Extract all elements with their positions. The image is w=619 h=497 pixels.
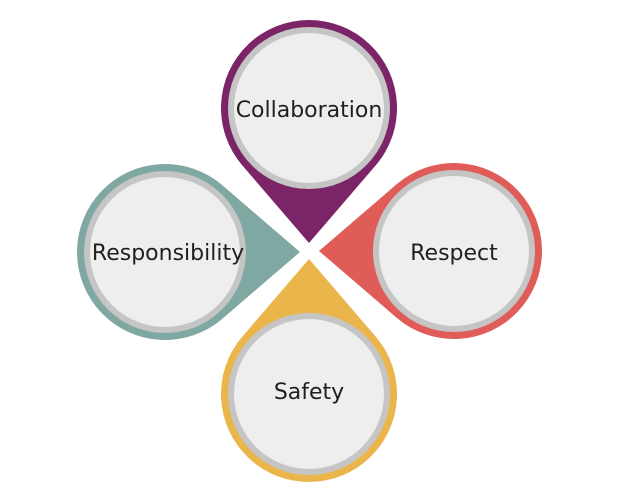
- petal-safety-disc: [234, 319, 384, 469]
- petal-collaboration: Collaboration: [221, 19, 397, 244]
- petal-responsibility: Responsibility: [76, 163, 301, 340]
- petal-collaboration-label: Collaboration: [236, 98, 383, 123]
- petal-safety-label: Safety: [274, 380, 344, 405]
- petal-respect-disc: [379, 176, 529, 326]
- petal-responsibility-disc: [90, 177, 240, 327]
- petal-respect-label: Respect: [410, 241, 498, 266]
- petal-responsibility-label: Responsibility: [92, 241, 244, 266]
- petal-collaboration-disc: [234, 33, 384, 183]
- petal-respect: Respect: [319, 163, 543, 339]
- petal-safety: Safety: [220, 259, 397, 483]
